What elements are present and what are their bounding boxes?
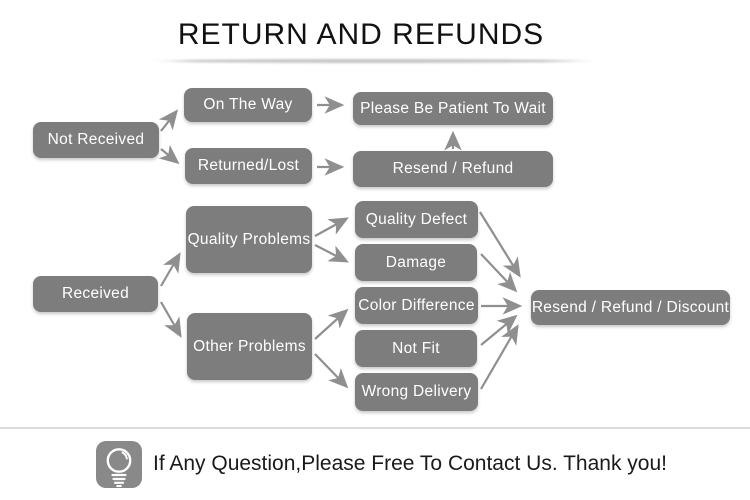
node-damage: Damage (355, 244, 477, 281)
footer-divider (0, 427, 750, 429)
node-received: Received (33, 276, 158, 312)
node-not-fit: Not Fit (355, 330, 477, 367)
footer: If Any Question,Please Free To Contact U… (96, 440, 667, 488)
title-underline (152, 59, 598, 63)
node-returned-lost: Returned/Lost (185, 148, 312, 184)
lightbulb-icon (96, 440, 142, 488)
node-wrong-delivery: Wrong Delivery (355, 373, 478, 411)
node-resend-refund: Resend / Refund (353, 151, 553, 187)
node-on-the-way: On The Way (184, 88, 312, 122)
node-quality-defect: Quality Defect (355, 201, 478, 238)
node-not-received: Not Received (33, 122, 159, 158)
page-title: RETURN AND REFUNDS (177, 18, 545, 51)
node-please-be-patient: Please Be Patient To Wait (353, 92, 553, 125)
node-other-problems: Other Problems (187, 313, 312, 380)
node-color-difference: Color Difference (355, 287, 478, 324)
footer-message: If Any Question,Please Free To Contact U… (153, 452, 667, 475)
node-resend-refund-discount: Resend / Refund / Discount (531, 290, 730, 325)
node-quality-problems: Quality Problems (186, 206, 312, 273)
